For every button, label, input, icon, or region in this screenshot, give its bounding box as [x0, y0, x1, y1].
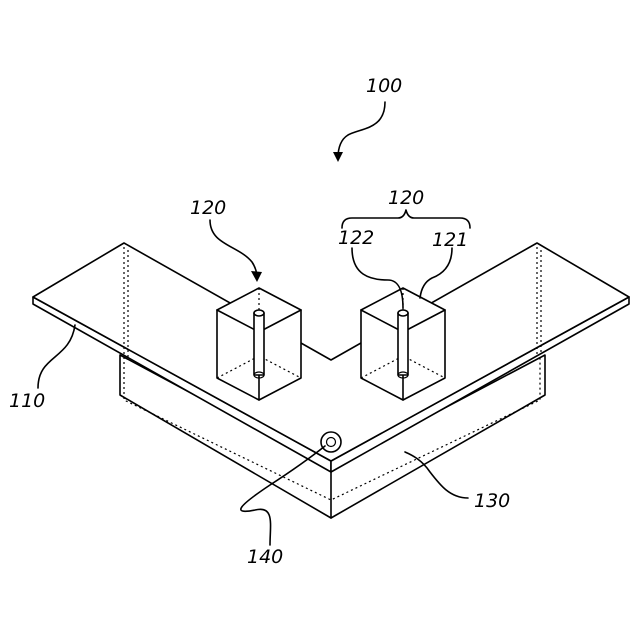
- label-120-left: 120: [190, 197, 226, 219]
- leader-120-left: [210, 220, 257, 278]
- label-130: 130: [474, 490, 510, 512]
- leader-100: [338, 102, 385, 158]
- arrowhead-100: [333, 152, 343, 162]
- leader-121: [420, 248, 452, 298]
- port-140: [321, 432, 341, 452]
- leader-110: [38, 325, 75, 388]
- label-122: 122: [338, 227, 374, 249]
- module-left-120: [217, 288, 301, 400]
- brace-120: [342, 210, 470, 228]
- label-140: 140: [247, 546, 283, 568]
- label-121: 121: [432, 229, 468, 251]
- arrowhead-120-left: [251, 271, 262, 282]
- label-110: 110: [9, 390, 45, 412]
- label-120-right: 120: [388, 187, 424, 209]
- label-100: 100: [366, 75, 402, 97]
